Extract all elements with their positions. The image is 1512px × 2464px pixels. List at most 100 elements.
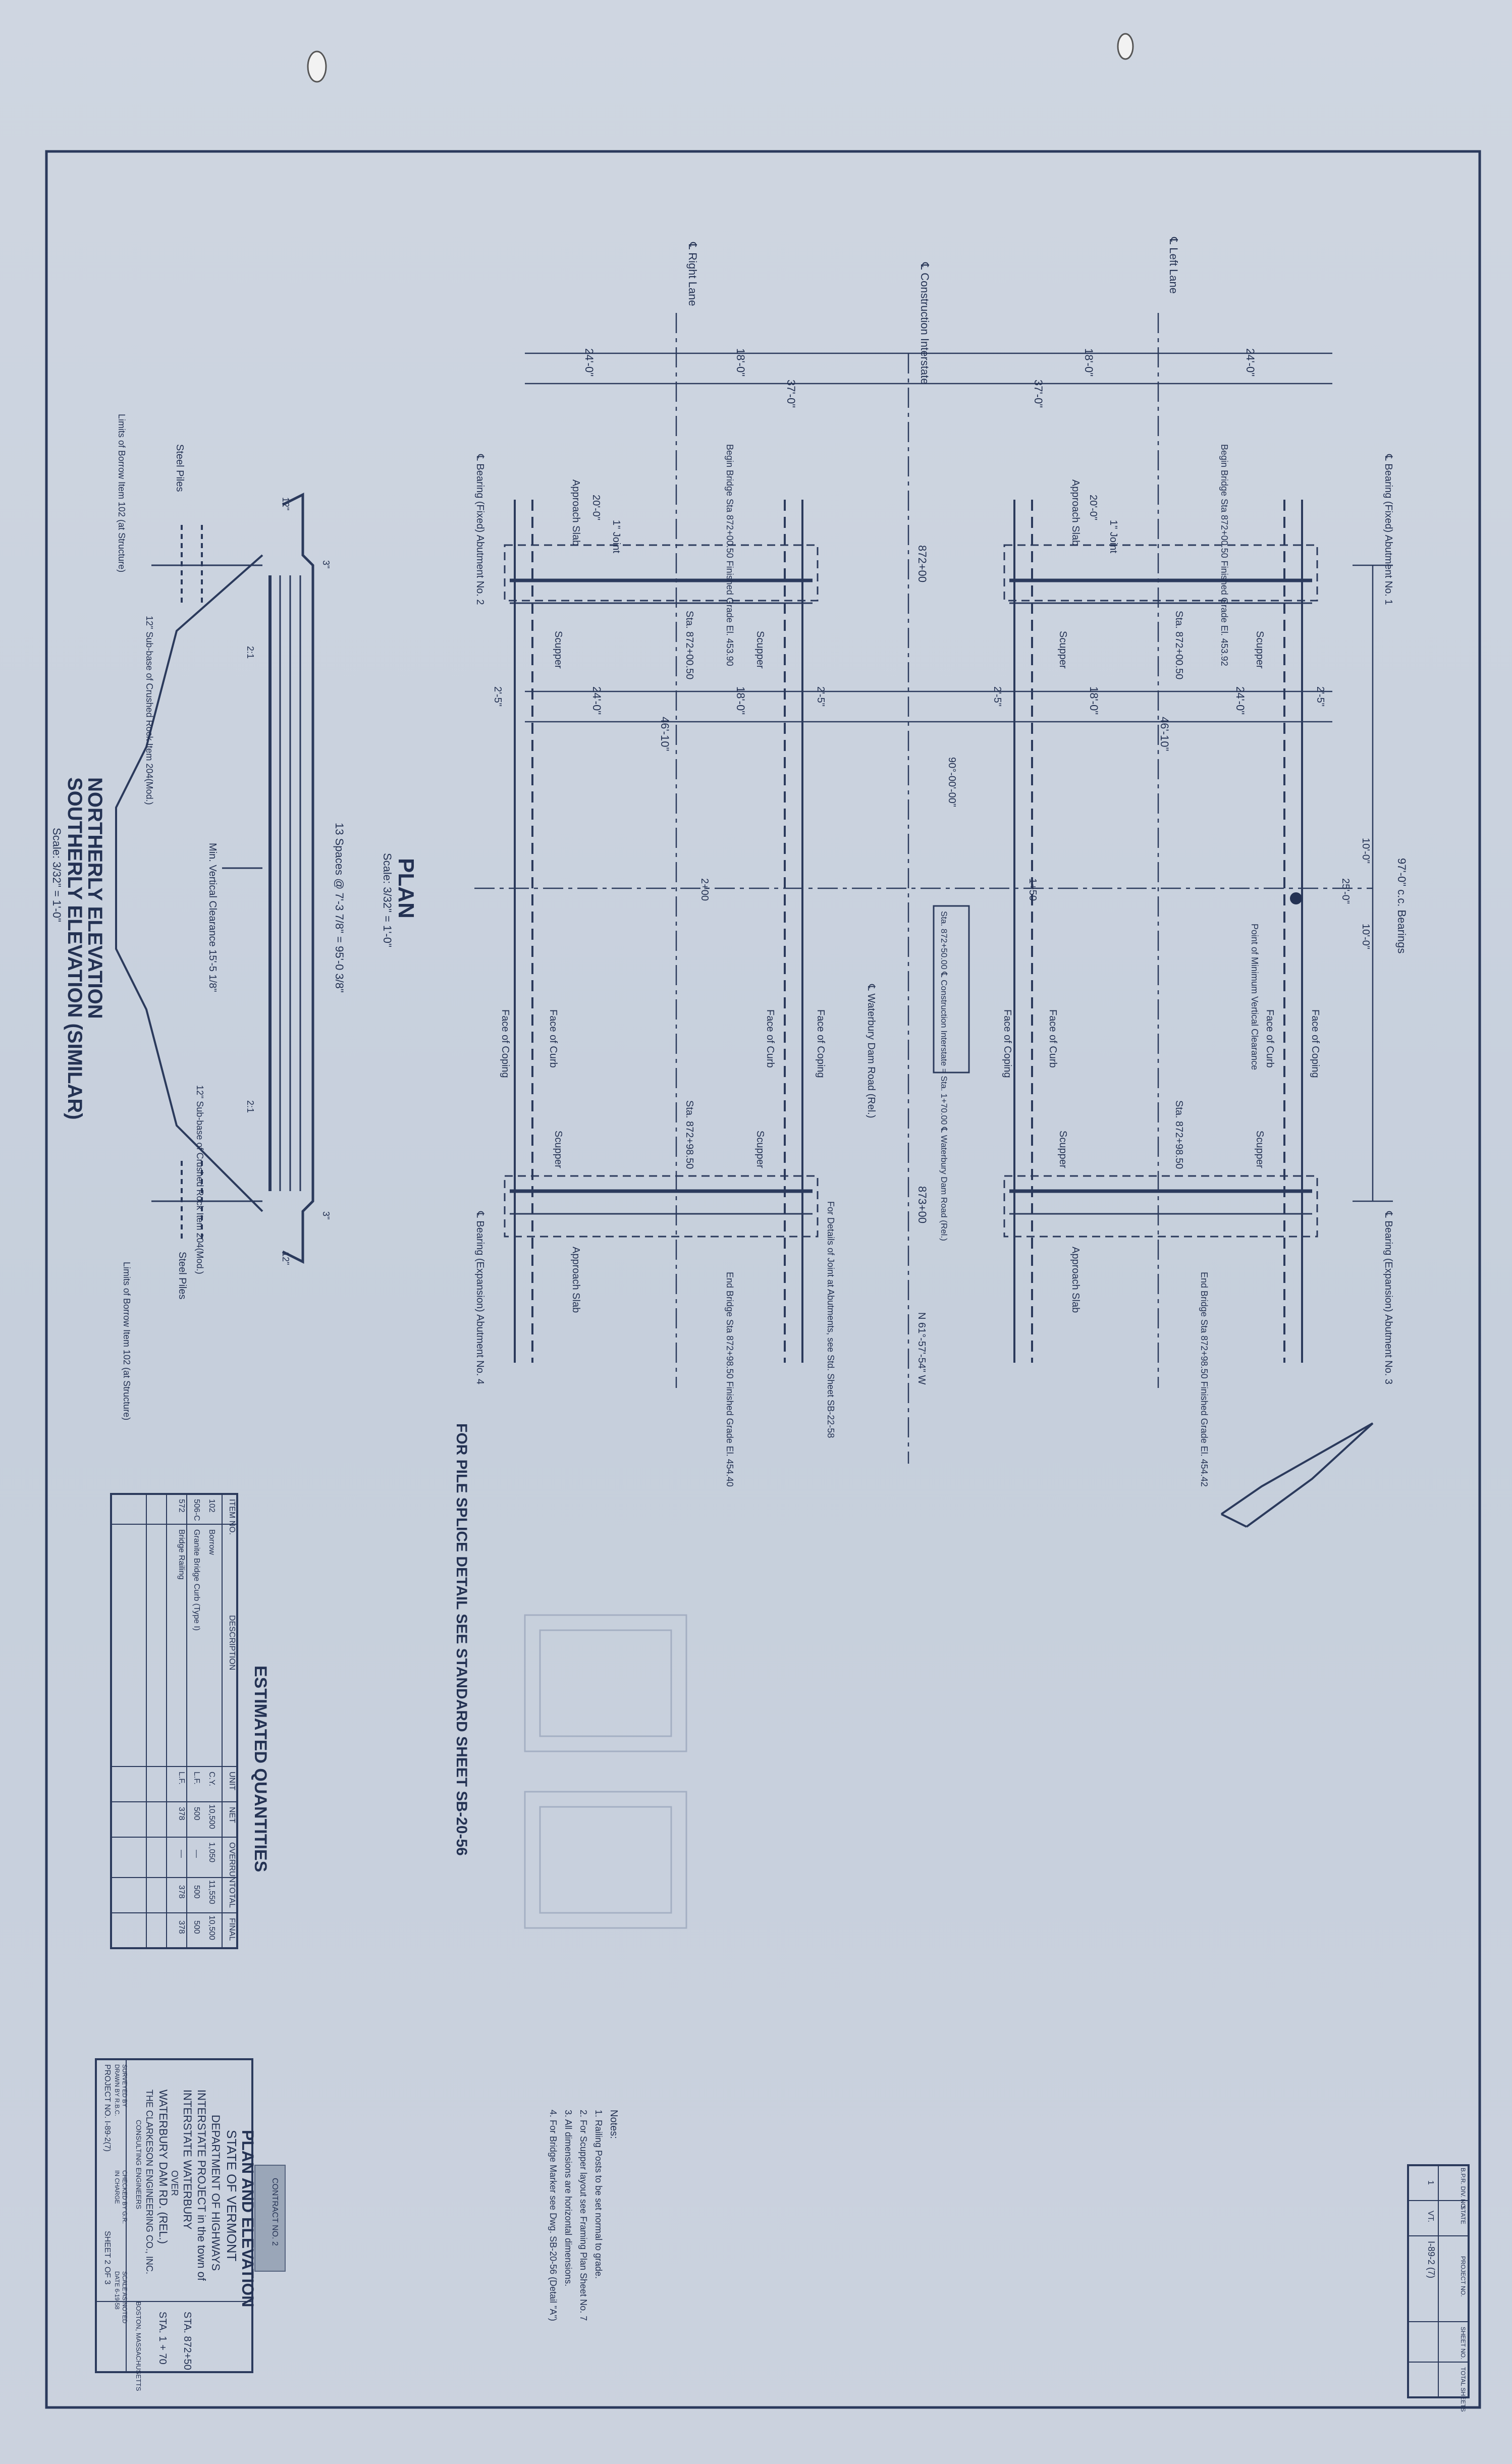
- qty-r0-final: 10,500: [207, 1915, 216, 1940]
- elevation-view: [115, 492, 314, 1264]
- dim-46-right: 46'-10": [659, 717, 671, 751]
- north-arrow-icon: [1220, 1422, 1374, 1528]
- end-bridge-left-label: End Bridge Sta 872+98.50 Finished Grade …: [1199, 1272, 1209, 1487]
- dim-2-5-a: 2'-5": [992, 686, 1003, 707]
- note-1: 1. Railing Posts to be set normal to gra…: [593, 2110, 604, 2279]
- station-1-50: 1+50: [1027, 878, 1038, 901]
- bearing-abut1-label: ℄ Bearing (Fixed) Abutment No. 1: [1383, 454, 1394, 605]
- station-2-00: 2+00: [699, 878, 710, 901]
- plan-scale: Scale: 3/32" = 1'-0": [381, 853, 394, 947]
- dim-12-b: 12": [281, 1252, 291, 1265]
- faint-sketch: [524, 1614, 687, 1929]
- title-firm-sub: CONSULTING ENGINEERS: [135, 2120, 143, 2209]
- dim-12-a: 12": [281, 497, 291, 510]
- construction-interstate-label: ℄ Construction Interstate: [919, 262, 931, 385]
- corner-h4: TOTAL SHEETS: [1460, 2367, 1467, 2412]
- corner-h3: SHEET NO.: [1460, 2327, 1467, 2359]
- bearing-abut4-label: ℄ Bearing (Expansion) Abutment No. 4: [474, 1211, 485, 1384]
- qty-r0-unit: C.Y.: [207, 1772, 216, 1786]
- title-line-4: INTERSTATE PROJECT in the town of: [195, 2090, 208, 2281]
- corner-h2: PROJECT NO.: [1460, 2256, 1467, 2296]
- elevation-labels: NORTHERLY ELEVATION SOUTHERLY ELEVATION …: [50, 414, 346, 1420]
- bearing-abut2-label: ℄ Bearing (Fixed) Abutment No. 2: [474, 454, 485, 605]
- qty-r0-item: 102: [207, 1499, 216, 1513]
- qty-header-final: FINAL: [228, 1918, 236, 1941]
- corner-v1: VT.: [1426, 2211, 1435, 2222]
- qty-r1-item: 506-C: [192, 1499, 201, 1521]
- title-project: PROJECT NO. I-89-2(7): [103, 2064, 112, 2152]
- qty-header-unit: UNIT: [228, 1772, 236, 1791]
- bearing-abut3-label: ℄ Bearing (Expansion) Abutment No. 3: [1383, 1211, 1394, 1384]
- scupper-label-7: Scupper: [553, 1131, 564, 1168]
- limits-borrow-label: Limits of Borrow Item 102 (at Structure): [117, 414, 127, 572]
- title-line-6: OVER: [170, 2170, 180, 2196]
- notes-title: Notes:: [608, 2110, 619, 2139]
- dim-18-right-b: 18'-0": [734, 686, 747, 715]
- title-sta-b: STA. 1 + 70: [157, 2312, 168, 2365]
- subbase-label: 12" Sub-base of Crushed Rock Item 204(Mo…: [144, 616, 154, 805]
- scupper-label-8: Scupper: [754, 1131, 766, 1168]
- qty-r0-net: 10,500: [207, 1804, 216, 1829]
- note-2: 2. For Scupper layout see Framing Plan S…: [578, 2110, 588, 2321]
- sta-begin-left: Sta. 872+00.50: [1173, 611, 1184, 679]
- qty-r1-overrun: —: [192, 1850, 201, 1858]
- approach-slab-label: Approach Slab: [1070, 479, 1081, 546]
- scupper-label: Scupper: [1057, 631, 1068, 669]
- right-lane-label: ℄ Right Lane: [686, 242, 699, 306]
- qty-r1-net: 500: [192, 1807, 201, 1820]
- slab-length-right: 20'-0": [590, 495, 602, 520]
- title-line-7: WATERBURY DAM RD. (REL.): [157, 2090, 170, 2244]
- face-of-curb-label-4: Face of Curb: [765, 1009, 776, 1068]
- corner-v2: I-89-2 (7): [1426, 2241, 1436, 2278]
- scupper-label-2: Scupper: [1254, 631, 1265, 669]
- slab-length: 20'-0": [1088, 495, 1099, 520]
- face-of-coping-label: Face of Coping: [1002, 1009, 1013, 1078]
- station-872: 872+00: [916, 545, 929, 582]
- qty-r2-final: 378: [177, 1920, 186, 1934]
- qty-r2-item: 572: [177, 1499, 186, 1513]
- note-3: 3. All dimensions are horizontal dimensi…: [563, 2110, 573, 2286]
- qty-header-overrun: OVERRUN: [228, 1842, 236, 1883]
- qty-header-desc: DESCRIPTION: [228, 1615, 236, 1670]
- qty-header-item: ITEM NO.: [228, 1499, 236, 1535]
- elevation-title-1: NORTHERLY ELEVATION: [84, 777, 106, 1019]
- title-surveyed: SURVEYED BY: [121, 2064, 128, 2107]
- intersection-station-box: [933, 905, 970, 1074]
- qty-r0-desc: Borrow: [207, 1529, 216, 1555]
- right-lane-deck: [504, 500, 819, 1363]
- title-firm: THE CLARKESON ENGINEERING CO., INC.: [144, 2090, 154, 2274]
- qty-r1-total: 500: [192, 1885, 201, 1899]
- dim-2-5-d: 2'-5": [815, 686, 826, 707]
- title-checked: CHECKED BY G.R.: [121, 2170, 128, 2224]
- intersection-station-text: Sta. 872+50.00 ℄ Construction Interstate…: [939, 911, 949, 1241]
- subbase-label-2: 12" Sub-base of Crushed Rock Item 204(Mo…: [195, 1085, 205, 1274]
- approach-slab-label-end-right: Approach Slab: [570, 1247, 581, 1313]
- title-block: CONTRACT NO. 2 PLAN AND ELEVATION STATE …: [95, 2058, 286, 2391]
- qty-r2-unit: L.F.: [177, 1772, 186, 1785]
- qty-r2-net: 378: [177, 1807, 186, 1820]
- title-in-charge: IN CHARGE: [114, 2170, 121, 2204]
- steel-piles-label: Steel Piles: [174, 444, 185, 492]
- face-of-curb-label-3: Face of Curb: [548, 1009, 559, 1068]
- title-line-2: STATE OF VERMONT: [224, 2130, 239, 2262]
- spaces-label: 13 Spaces @ 7'-3 7/8" = 95'-0 3/8": [333, 823, 346, 993]
- joint-label-right: 1" Joint: [611, 520, 622, 553]
- title-sta-a: STA. 872+50: [182, 2312, 193, 2370]
- min-clearance-marker: [1290, 892, 1302, 904]
- joint-details-note: For Details of Joint at Abutments, see S…: [826, 1201, 836, 1438]
- limits-borrow-label-2: Limits of Borrow Item 102 (at Structure): [122, 1262, 132, 1420]
- qty-header-net: NET: [228, 1807, 236, 1823]
- sta-end-right: Sta. 872+98.50: [684, 1100, 695, 1169]
- face-of-coping-label-3: Face of Coping: [500, 1009, 511, 1078]
- qty-r2-desc: Bridge Railing: [177, 1529, 186, 1580]
- notes-block: Notes: 1. Railing Posts to be set normal…: [548, 2110, 619, 2321]
- contract-stamp-text: CONTRACT NO. 2: [271, 2178, 279, 2246]
- sta-begin-right: Sta. 872+00.50: [684, 611, 695, 679]
- dim-24-right: 24'-0": [583, 348, 596, 377]
- face-of-coping-label-4: Face of Coping: [815, 1009, 826, 1078]
- plan-title: PLAN: [394, 858, 418, 919]
- dim-18-right: 18'-0": [734, 348, 747, 377]
- qty-header-total: TOTAL: [228, 1883, 236, 1908]
